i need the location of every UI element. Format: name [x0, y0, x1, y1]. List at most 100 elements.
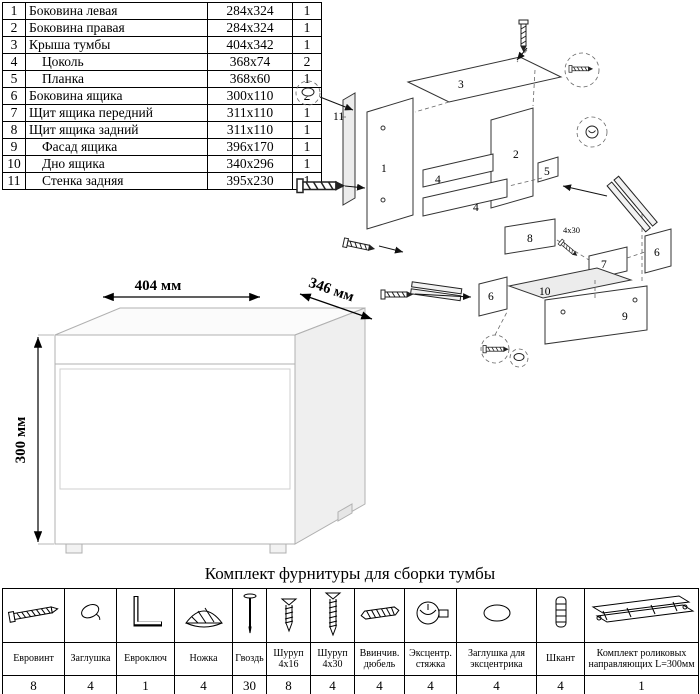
- panel-top: [406, 56, 563, 103]
- panel-drawer-side-left: [478, 276, 508, 317]
- hardware-label: Шуруп 4x30: [310, 642, 355, 676]
- table-row: 11 Стенка задняя 395x230 1: [2, 172, 322, 190]
- screw-icon: [482, 345, 509, 354]
- nightstand-side-face: [294, 307, 366, 545]
- hardware-label: Заглушка: [64, 642, 117, 676]
- hardware-qty: 4: [310, 675, 355, 694]
- part-number-cell: 2: [2, 19, 26, 37]
- dimension-arrows: [33, 292, 373, 542]
- hex-key-icon: [133, 596, 162, 627]
- callout-circle: [480, 334, 510, 364]
- dimension-drawing: 404 мм 346 мм 300 мм: [13, 275, 373, 554]
- hardware-qty: 8: [266, 675, 311, 694]
- screw-cap-icon: [80, 604, 100, 621]
- hardware-label: Ножка: [174, 642, 233, 676]
- hardware-qty: 4: [64, 675, 117, 694]
- hardware-icon-cell: [354, 588, 405, 643]
- table-row: 5 Планка 368x60 1: [2, 70, 322, 88]
- part-number-cell: 5: [2, 70, 26, 88]
- hardware-icon-cell: [174, 588, 233, 643]
- callout-circle: [509, 348, 529, 368]
- hardware-label: Комплект роликовых направляющих L=300мм: [584, 642, 699, 676]
- height-dimension-label: 300 мм: [13, 417, 29, 464]
- width-dimension-label: 404 мм: [135, 278, 182, 294]
- part-size-cell: 340x296: [207, 155, 293, 173]
- hardware-qty: 1: [584, 675, 699, 694]
- part-size-cell: 311x110: [207, 104, 293, 122]
- table-row: 9 Фасад ящика 396x170 1: [2, 138, 322, 156]
- hardware-label: Заглушка для эксцентрика: [456, 642, 537, 676]
- table-row: 10 Дно ящика 340x296 1: [2, 155, 322, 173]
- part-name-cell: Щит ящика передний: [25, 104, 208, 122]
- part-label: 7: [601, 259, 607, 271]
- screw-icon: [296, 178, 345, 194]
- parts-table: 1 Боковина левая 284x324 1 2 Боковина пр…: [2, 2, 322, 190]
- hardware-qty: 4: [536, 675, 585, 694]
- part-label: 10: [539, 286, 551, 298]
- hardware-qty: 8: [2, 675, 65, 694]
- part-label: 2: [513, 149, 519, 161]
- part-label: 3: [458, 79, 464, 91]
- callout-circle: [576, 116, 608, 148]
- nightstand-foot: [269, 543, 287, 554]
- panel-rail: [537, 156, 559, 183]
- part-name-cell: Боковина ящика: [25, 87, 208, 105]
- drawer-slide-icon: [606, 175, 658, 233]
- hardware-icon-cell: [2, 588, 65, 643]
- part-size-cell: 311x110: [207, 121, 293, 139]
- assembly-arrows: [319, 47, 608, 301]
- callout-circle: [295, 80, 321, 106]
- panel-left-side: [366, 97, 414, 230]
- part-number-cell: 11: [2, 172, 26, 190]
- part-label: 6: [488, 291, 494, 303]
- part-label: 9: [622, 311, 628, 323]
- part-label: 11: [333, 111, 344, 123]
- part-number-cell: 6: [2, 87, 26, 105]
- part-qty-cell: 1: [292, 104, 322, 122]
- cam-lock-icon: [416, 601, 448, 625]
- hardware-qty: 30: [232, 675, 267, 694]
- table-row: 3 Крыша тумбы 404x342 1: [2, 36, 322, 54]
- hardware-label: Шуруп 4x16: [266, 642, 311, 676]
- table-row: 4 Цоколь 368x74 2: [2, 53, 322, 71]
- nail-icon: [243, 593, 256, 634]
- drawer-slides-icon: [591, 595, 694, 623]
- confirmat-screw-icon: [7, 606, 59, 623]
- hardware-icons-row: [2, 588, 699, 643]
- screw-icon: [518, 19, 529, 52]
- cam-cap-icon: [483, 604, 510, 622]
- part-size-cell: 284x324: [207, 19, 293, 37]
- hardware-icon-cell: [64, 588, 117, 643]
- hardware-icon-cell: [404, 588, 457, 643]
- wood-dowel-icon: [555, 596, 566, 628]
- hardware-table: Евровинт Заглушка Евроключ Ножка Гвоздь …: [2, 588, 699, 694]
- cabinet-panels: [342, 56, 672, 345]
- hardware-qty: 4: [404, 675, 457, 694]
- part-name-cell: Щит ящика задний: [25, 121, 208, 139]
- part-name-cell: Цоколь: [25, 53, 208, 71]
- part-number-cell: 8: [2, 121, 26, 139]
- hardware-kit-title: Комплект фурнитуры для сборки тумбы: [204, 564, 496, 583]
- part-number-cell: 9: [2, 138, 26, 156]
- drawer-front: [59, 368, 291, 490]
- threaded-dowel-icon: [359, 606, 400, 620]
- part-label: 1: [381, 163, 387, 175]
- panel-drawer-facade: [544, 285, 648, 345]
- hardware-qty-row: 8 4 1 4 30 8 4 4 4 4 4 1: [2, 675, 699, 694]
- hardware-icon-cell: [536, 588, 585, 643]
- part-size-cell: 368x74: [207, 53, 293, 71]
- hardware-qty: 4: [354, 675, 405, 694]
- panel-drawer-back: [504, 218, 556, 255]
- hardware-icon-cell: [266, 588, 311, 643]
- hardware-icon-cell: [456, 588, 537, 643]
- part-number-cell: 7: [2, 104, 26, 122]
- table-row: 8 Щит ящика задний 311x110 1: [2, 121, 322, 139]
- screw-size-annotation: 4x30: [563, 225, 580, 235]
- assembly-guides: [295, 49, 646, 368]
- panel-drawer-side-right: [644, 228, 672, 274]
- panel-plinth-2: [422, 178, 508, 217]
- furniture-foot-icon: [184, 607, 223, 628]
- part-name-cell: Фасад ящика: [25, 138, 208, 156]
- hardware-icon-cell: [584, 588, 699, 643]
